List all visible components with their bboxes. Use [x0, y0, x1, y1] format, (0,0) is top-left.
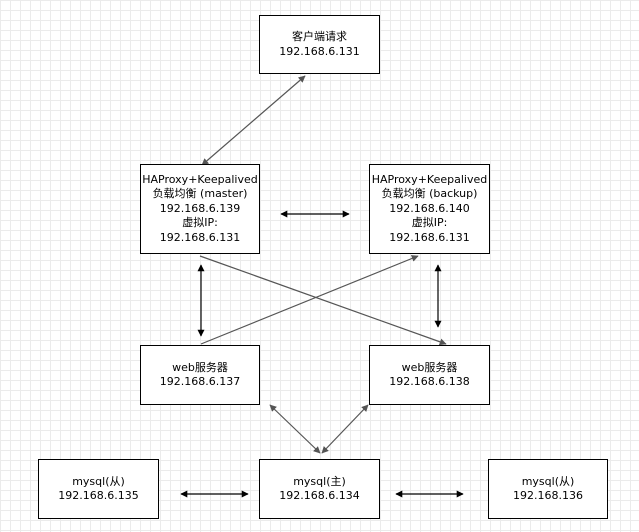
- mysql-slave-right-ip: 192.168.136: [513, 489, 583, 502]
- edge-web-1-to-mysql-master: [269, 404, 321, 454]
- client-request-node: 客户端请求 192.168.6.131: [259, 15, 380, 74]
- haproxy-backup-vip-label: 虚拟IP:: [411, 216, 448, 230]
- haproxy-backup-ip: 192.168.6.140: [389, 201, 470, 215]
- haproxy-backup-node: HAProxy+Keepalived 负载均衡 (backup) 192.168…: [369, 164, 490, 254]
- client-request-ip: 192.168.6.131: [279, 44, 360, 58]
- mysql-master-ip: 192.168.6.134: [279, 489, 360, 502]
- mysql-slave-right-node: mysql(从) 192.168.136: [488, 459, 608, 519]
- mysql-slave-right-label: mysql(从): [521, 474, 575, 488]
- haproxy-master-vip: 192.168.6.131: [159, 230, 241, 244]
- client-request-label: 客户端请求: [292, 30, 347, 43]
- mysql-master-label: mysql(主): [293, 474, 346, 488]
- haproxy-backup-vip: 192.168.6.131: [389, 230, 470, 244]
- haproxy-master-ip: 192.168.6.139: [159, 201, 241, 215]
- haproxy-master-role: 负载均衡 (master): [152, 187, 248, 201]
- edge-client-to-haproxy-master: [201, 75, 306, 166]
- edge-haproxy-master-to-web-2: [199, 255, 447, 346]
- haproxy-backup-title: HAProxy+Keepalived: [371, 172, 488, 186]
- web-server-1-label: web服务器: [172, 360, 228, 374]
- mysql-slave-left-node: mysql(从) 192.168.6.135: [38, 459, 159, 519]
- edge-web-2-to-mysql-master: [321, 404, 369, 454]
- web-server-1-node: web服务器 192.168.6.137: [140, 345, 260, 405]
- haproxy-master-vip-label: 虚拟IP:: [182, 216, 218, 230]
- web-server-1-ip: 192.168.6.137: [159, 375, 241, 388]
- mysql-slave-left-label: mysql(从): [72, 474, 125, 488]
- web-server-2-label: web服务器: [401, 360, 458, 374]
- mysql-slave-left-ip: 192.168.6.135: [58, 489, 139, 502]
- edge-haproxy-backup-to-web-1: [200, 255, 419, 345]
- mysql-master-node: mysql(主) 192.168.6.134: [259, 459, 380, 519]
- haproxy-master-title: HAProxy+Keepalived: [142, 172, 258, 186]
- web-server-2-node: web服务器 192.168.6.138: [369, 345, 490, 405]
- web-server-2-ip: 192.168.6.138: [389, 375, 470, 388]
- haproxy-master-node: HAProxy+Keepalived 负载均衡 (master) 192.168…: [140, 164, 260, 254]
- haproxy-backup-role: 负载均衡 (backup): [381, 187, 478, 201]
